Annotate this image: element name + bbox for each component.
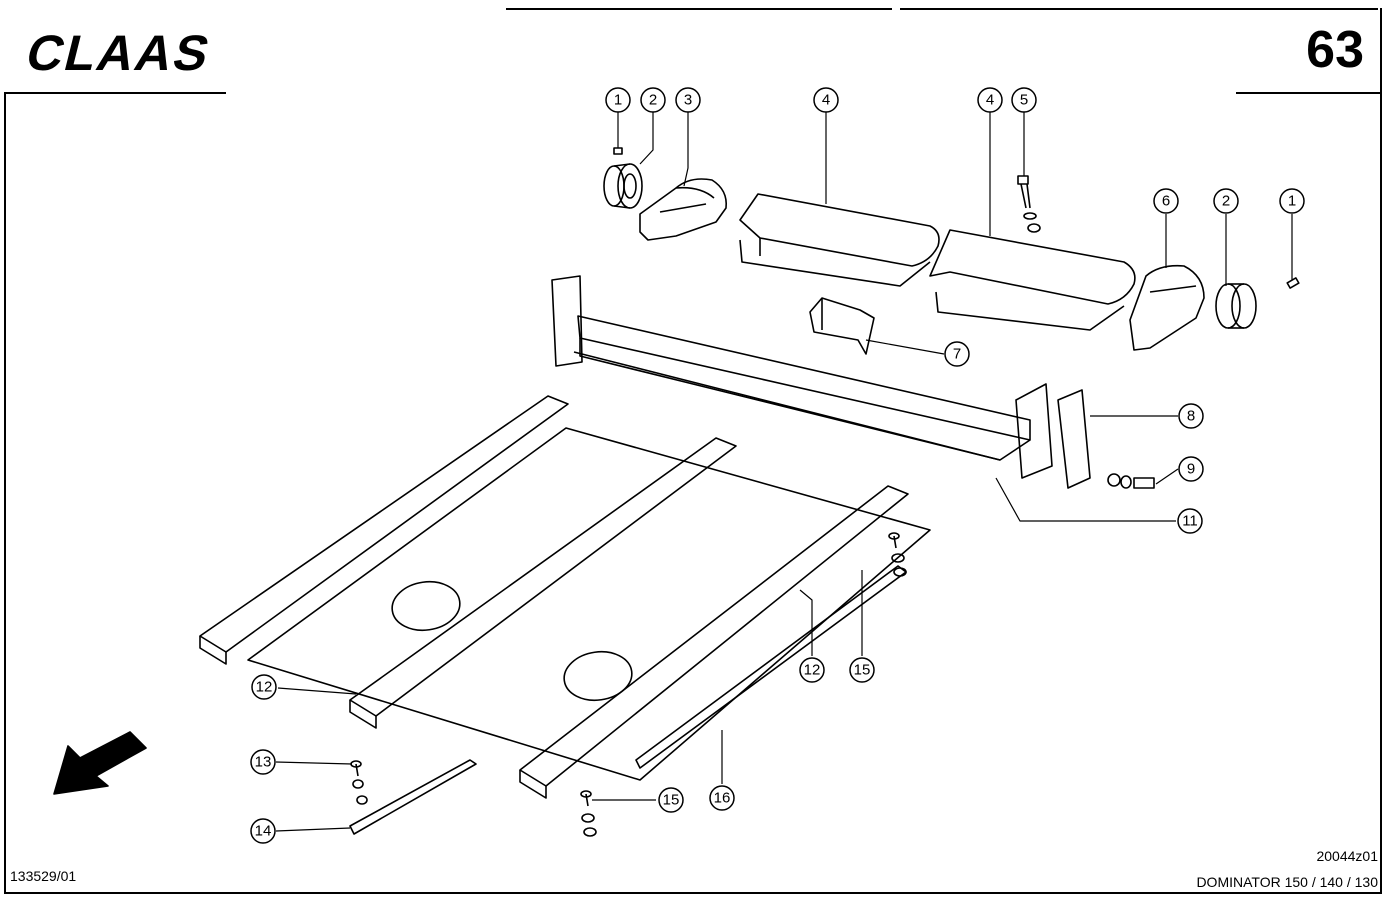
svg-text:12: 12 xyxy=(804,662,821,679)
callout-12-left: 12 xyxy=(251,674,277,700)
frame-bottom xyxy=(4,892,1382,894)
svg-text:6: 6 xyxy=(1162,193,1170,210)
callout-8: 8 xyxy=(1178,403,1204,429)
callout-15-bottom: 15 xyxy=(658,787,684,813)
part-rail-12-center xyxy=(349,437,737,729)
callout-4-right: 4 xyxy=(977,87,1003,113)
page-number: 63 xyxy=(1306,21,1364,79)
part-bolt-13 xyxy=(350,760,368,805)
part-bracket-6 xyxy=(1129,264,1205,351)
callout-7: 7 xyxy=(944,341,970,367)
callouts: 1 2 3 4 4 5 6 2 1 7 8 9 11 12 12 15 13 1… xyxy=(250,87,1305,844)
drawing-number: 133529/01 xyxy=(10,868,77,884)
frame-right xyxy=(1380,8,1382,892)
part-bolt-15-bottom xyxy=(580,790,597,837)
direction-arrow xyxy=(53,731,147,795)
part-end-plate xyxy=(1015,383,1053,479)
svg-text:1: 1 xyxy=(1288,193,1296,210)
part-cover-4-right xyxy=(929,229,1136,331)
svg-text:3: 3 xyxy=(684,92,692,109)
svg-text:14: 14 xyxy=(255,823,272,840)
callout-1: 1 xyxy=(605,87,631,113)
callout-1-right: 1 xyxy=(1279,188,1305,214)
part-plate-8 xyxy=(1057,389,1091,489)
claas-logo-text: CLAAS xyxy=(21,28,217,74)
part-beam-11 xyxy=(551,275,1031,461)
frame-left xyxy=(4,92,6,892)
image-code: 20044z01 xyxy=(1316,848,1378,864)
svg-text:15: 15 xyxy=(663,792,680,809)
part-bolt-15-right xyxy=(888,532,907,577)
header-rule-top-right xyxy=(900,8,1378,10)
svg-text:13: 13 xyxy=(255,754,272,771)
part-strip-14 xyxy=(349,759,477,835)
callout-16: 16 xyxy=(709,785,735,811)
part-bolt-5 xyxy=(1017,175,1041,233)
claas-logo: CLAAS xyxy=(14,25,236,81)
svg-text:11: 11 xyxy=(1182,513,1198,530)
part-pin-right xyxy=(1286,277,1300,289)
part-bushing-right xyxy=(1215,283,1257,329)
svg-text:2: 2 xyxy=(649,92,657,109)
svg-text:4: 4 xyxy=(986,92,994,109)
svg-text:12: 12 xyxy=(256,679,273,696)
callout-2-right: 2 xyxy=(1213,188,1239,214)
svg-text:7: 7 xyxy=(953,346,961,363)
part-bracket-3 xyxy=(639,178,728,241)
callout-14: 14 xyxy=(250,818,276,844)
part-base-plate xyxy=(247,427,931,781)
svg-text:9: 9 xyxy=(1187,461,1195,478)
svg-text:1: 1 xyxy=(614,92,622,109)
svg-text:15: 15 xyxy=(854,662,871,679)
callout-13: 13 xyxy=(250,749,276,775)
header-rule-right xyxy=(1236,92,1382,94)
callout-12-right: 12 xyxy=(799,657,825,683)
part-bushing-left xyxy=(603,163,643,209)
callout-3: 3 xyxy=(675,87,701,113)
part-rail-12-left xyxy=(199,395,569,665)
svg-text:2: 2 xyxy=(1222,193,1230,210)
part-cover-4-left xyxy=(739,193,940,287)
callout-5: 5 xyxy=(1011,87,1037,113)
model-name: DOMINATOR 150 / 140 / 130 xyxy=(1196,874,1378,890)
svg-text:5: 5 xyxy=(1020,92,1028,109)
header-rule-top-center xyxy=(506,8,892,10)
svg-text:4: 4 xyxy=(822,92,830,109)
part-pin-left xyxy=(613,147,623,155)
callout-15-right: 15 xyxy=(849,657,875,683)
part-rail-12-right xyxy=(519,485,909,799)
leader-lines xyxy=(275,112,1293,832)
callout-2: 2 xyxy=(640,87,666,113)
part-bolt-9 xyxy=(1107,473,1155,489)
callout-6: 6 xyxy=(1153,188,1179,214)
svg-text:8: 8 xyxy=(1187,408,1195,425)
svg-text:16: 16 xyxy=(714,790,731,807)
header-rule-left xyxy=(4,92,226,94)
callout-11: 11 xyxy=(1177,508,1203,534)
part-bracket-7 xyxy=(809,297,875,355)
callout-9: 9 xyxy=(1178,456,1204,482)
callout-4-left: 4 xyxy=(813,87,839,113)
